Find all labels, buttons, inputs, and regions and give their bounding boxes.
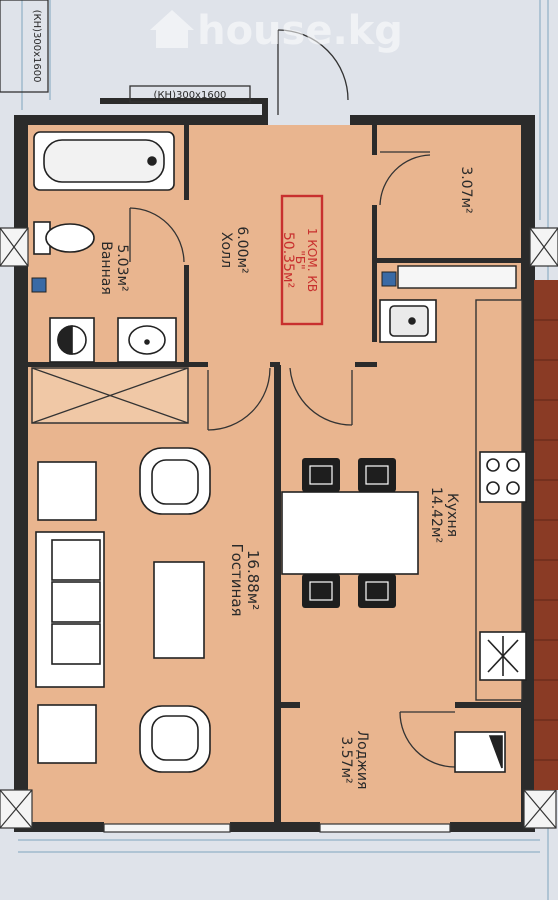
storage-area: 3.07м² [458,166,474,213]
window-note-left: (КН)300x1600 [31,10,42,83]
living-area: 16.88м² [244,550,262,610]
living-name: Гостиная [228,543,246,616]
bathtub-icon [33,131,175,191]
stove-icon [479,451,527,503]
armchair-top [139,447,211,515]
loggia-area: 3.57м² [338,736,354,783]
kitchen-name: Кухня [444,493,460,537]
washing-machine-icon [49,317,95,363]
watermark: house.kg [150,8,403,54]
watermark-text: house.kg [197,8,403,54]
brick-wall [534,280,558,790]
walls [14,98,535,832]
coffee-table [153,561,205,659]
kitchen-area: 14.42м² [428,487,444,543]
loggia-name: Лоджия [354,731,370,790]
hall-name: Холл [218,232,234,268]
window-note-top: (КН)300x1600 [154,90,227,101]
bath-name: Ванная [98,241,114,295]
ottoman-top [37,461,97,521]
summary-line2: "Б" [293,250,307,269]
ottoman-bottom [37,704,97,764]
kitchen-sink-icon [379,299,437,343]
armchair-bottom [139,705,211,773]
hall-area: 6.00м² [234,226,250,273]
bath-sink-icon [117,317,177,363]
bath-area: 5.03м² [114,244,130,291]
sofa [35,531,105,688]
summary-line3: 50.35м² [280,232,296,288]
dining-table [281,491,419,575]
summary-line1: 1 КОМ. КВ [305,228,319,292]
summary-box [280,194,324,326]
house-icon [150,10,194,48]
fridge-icon [479,631,527,681]
toilet-icon [33,221,95,255]
